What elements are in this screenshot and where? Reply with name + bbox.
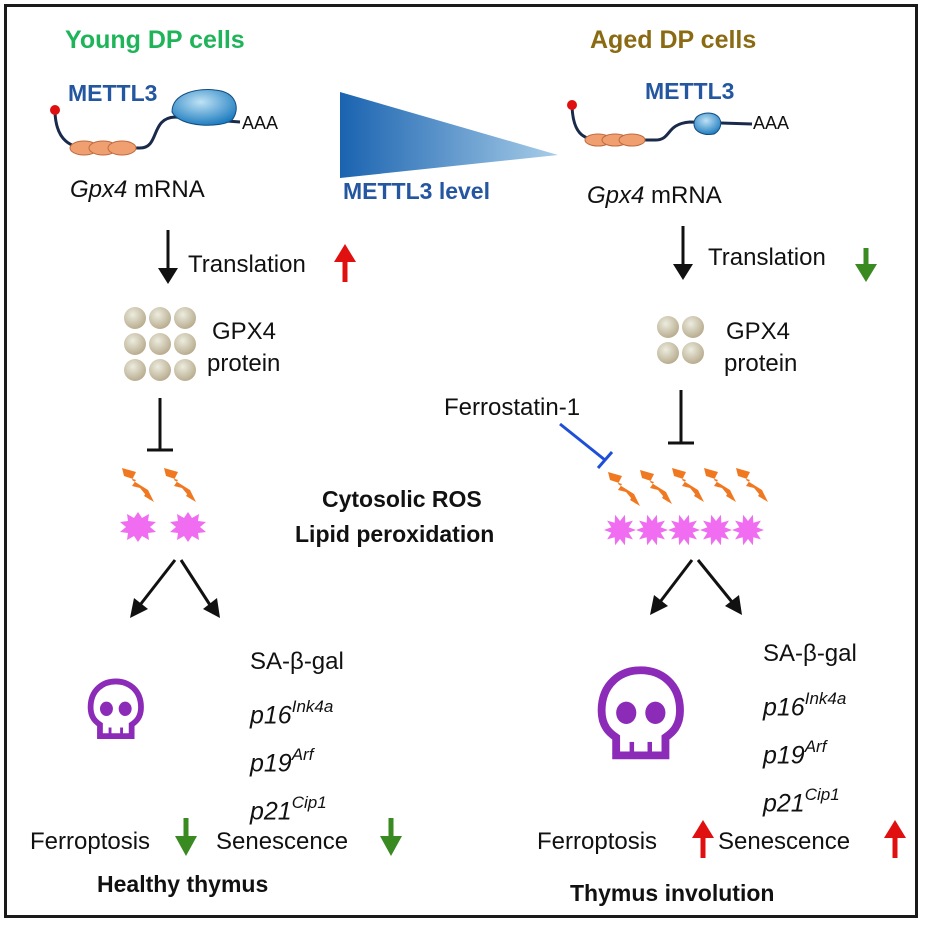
down-arrow-icon <box>175 818 197 856</box>
aged-polya: AAA <box>753 113 790 133</box>
aged-diverge-arrows <box>650 559 742 615</box>
up-arrow-icon <box>884 820 906 858</box>
aged-marker-p19: p19Arf <box>763 737 827 770</box>
aged-ferroptosis-label: Ferroptosis <box>537 828 658 855</box>
cap-icon <box>50 105 60 115</box>
young-translation-label: Translation <box>188 251 306 278</box>
down-arrow-icon <box>380 818 402 856</box>
young-marker-sagal: SA-β-gal <box>250 648 344 675</box>
aged-ros <box>604 468 768 546</box>
skull-icon <box>597 666 684 760</box>
young-inhibition <box>147 398 173 452</box>
young-senescence-label: Senescence <box>216 828 349 855</box>
starburst-icon <box>700 514 732 546</box>
lightning-icon <box>608 472 640 506</box>
young-ferroptosis-label: Ferroptosis <box>30 828 151 855</box>
young-mrna-label: Gpx4 mRNA <box>70 176 205 203</box>
young-marker-p21: p21Cip1 <box>250 793 327 826</box>
young-protein-label-1: GPX4 <box>212 318 277 345</box>
starburst-icon <box>120 512 156 542</box>
starburst-icon <box>636 514 668 546</box>
skull-icon <box>87 678 144 740</box>
young-diverge-arrows <box>130 559 220 618</box>
aged-protein-label-1: GPX4 <box>726 318 791 345</box>
lightning-icon <box>736 468 768 502</box>
young-mrna <box>50 89 241 156</box>
ros-label: Cytosolic ROS <box>322 486 482 512</box>
cap-icon <box>567 100 577 110</box>
mettl3-level-wedge <box>340 92 558 178</box>
starburst-icon <box>732 514 764 546</box>
up-arrow-icon <box>334 244 356 282</box>
aged-protein-label-2: protein <box>724 350 798 377</box>
mettl3-level-label: METTL3 level <box>343 178 490 204</box>
aged-marker-p16: p16Ink4a <box>763 689 847 722</box>
aged-marker-sagal: SA-β-gal <box>763 640 857 667</box>
lightning-icon <box>122 468 154 502</box>
young-gpx4-beads <box>124 307 196 381</box>
lightning-icon <box>164 468 196 502</box>
lipid-peroxidation-label: Lipid peroxidation <box>295 521 495 547</box>
lightning-icon <box>640 470 672 504</box>
starburst-icon <box>170 512 206 542</box>
down-arrow-icon <box>855 248 877 282</box>
aged-outcome: Thymus involution <box>570 880 775 906</box>
young-translation-arrow <box>158 230 178 284</box>
starburst-icon <box>668 514 700 546</box>
young-marker-p16: p16Ink4a <box>250 697 334 730</box>
aged-marker-p21: p21Cip1 <box>763 785 840 818</box>
aged-title: Aged DP cells <box>590 26 757 54</box>
aged-senescence-label: Senescence <box>718 828 851 855</box>
young-marker-p19: p19Arf <box>250 745 314 778</box>
young-enzyme-label: METTL3 <box>68 80 158 106</box>
aged-inhibition <box>668 390 694 445</box>
ribosome-icon <box>693 112 722 135</box>
ribosome-icon <box>171 89 237 126</box>
young-outcome: Healthy thymus <box>97 871 269 897</box>
aged-mrna <box>567 100 753 147</box>
aged-mrna-label: Gpx4 mRNA <box>587 182 722 209</box>
young-ros <box>120 468 206 542</box>
lightning-icon <box>672 468 704 502</box>
young-polya: AAA <box>242 113 279 133</box>
aged-translation-label: Translation <box>708 244 826 271</box>
aged-enzyme-label: METTL3 <box>645 78 735 104</box>
starburst-icon <box>604 514 636 546</box>
aged-translation-arrow <box>673 226 693 280</box>
figure-frame <box>4 4 918 918</box>
lightning-icon <box>704 468 736 502</box>
ferrostatin-label: Ferrostatin-1 <box>444 394 581 421</box>
ferrostatin-inhibition <box>559 422 614 469</box>
young-protein-label-2: protein <box>207 350 281 377</box>
up-arrow-icon <box>692 820 714 858</box>
young-title: Young DP cells <box>65 26 245 54</box>
aged-starbursts <box>604 514 764 546</box>
aged-gpx4-beads <box>657 316 704 364</box>
